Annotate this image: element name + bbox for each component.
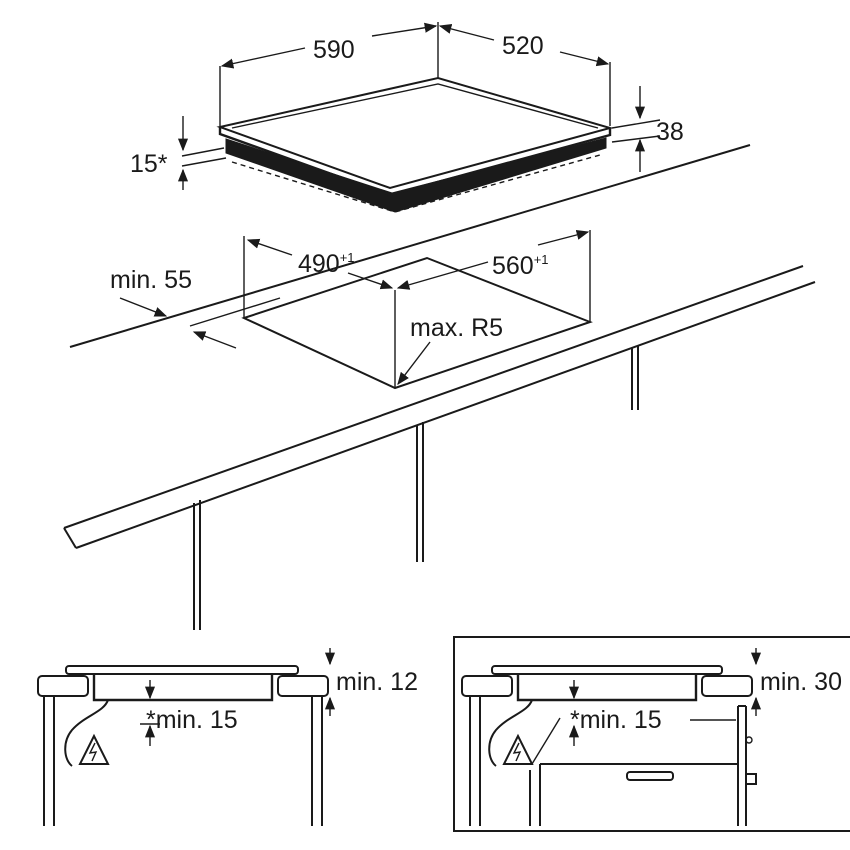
radius-label: max. R5	[410, 314, 503, 342]
worktop	[63, 144, 816, 630]
gap-label: 15*	[130, 150, 168, 178]
min-edge-label: min. 55	[110, 266, 192, 294]
right-min-below-label: *min. 15	[570, 706, 662, 734]
right-min-top-label: min. 30	[760, 668, 842, 696]
height-label: 38	[656, 118, 684, 146]
width-label: 590	[313, 36, 355, 64]
electric-hazard-icon	[502, 733, 534, 765]
depth-label: 520	[502, 32, 544, 60]
electric-hazard-icon	[78, 733, 110, 765]
cut-width-label: 490+1	[298, 250, 355, 278]
hob-dimensions: 590 520 38 15*	[130, 22, 684, 190]
left-min-below-label: *min. 15	[146, 706, 238, 734]
detail-left: *min. 15 min. 12	[37, 648, 418, 826]
left-min-top-label: min. 12	[336, 668, 418, 696]
cut-depth-label: 560+1	[492, 252, 549, 280]
hob-top-view	[216, 76, 614, 213]
detail-right: *min. 15 min. 30	[453, 636, 850, 832]
cutout: 490+1 560+1 min. 55 max. R5	[110, 229, 593, 390]
